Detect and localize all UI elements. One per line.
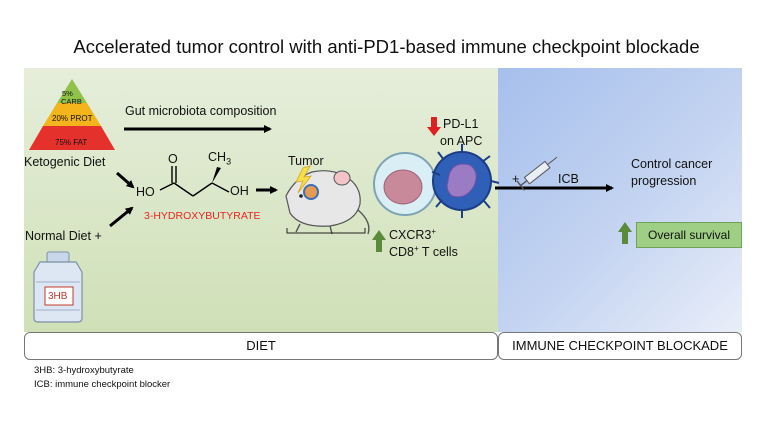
icb-label: ICB (558, 172, 579, 186)
immune-checkpoint-box: IMMUNE CHECKPOINT BLOCKADE (498, 332, 742, 360)
apc-label: on APC (440, 134, 483, 148)
bottle-label: 3HB (48, 291, 68, 302)
normal-diet-label: Normal Diet + (25, 229, 102, 243)
molecule-ch3: CH3 (208, 150, 232, 167)
gut-microbiota-label: Gut microbiota composition (125, 104, 277, 118)
tumor-label: Tumor (288, 154, 324, 168)
food-pyramid-icon (29, 79, 115, 150)
progression-label: progression (631, 174, 697, 188)
icb-plus: + (512, 172, 520, 186)
pyramid-carb-pct: 5% (62, 89, 73, 98)
pyramid-carb-label: CARB (61, 97, 82, 106)
pyramid-fat: 75% FAT (55, 138, 88, 147)
cd8-label: CD8+ T cells (389, 244, 458, 260)
ketogenic-diet-label: Ketogenic Diet (24, 155, 106, 169)
overall-survival-box: Overall survival (636, 222, 742, 248)
up-arrow-icon (372, 230, 386, 252)
footnote-icb: ICB: immune checkpoint blocker (34, 379, 171, 390)
pdl1-label: PD-L1 (443, 117, 479, 131)
molecule-ho: HO (136, 185, 155, 199)
diagram-title: Accelerated tumor control with anti-PD1-… (73, 36, 700, 57)
tumor-cell-icon (373, 152, 437, 216)
syringe-icon (516, 156, 558, 191)
cxcr3-label: CXCR3+ (389, 227, 437, 243)
tumor-icon (295, 165, 319, 200)
mouse-bracket (286, 228, 366, 234)
apc-cell-icon (431, 144, 500, 218)
diet-box: DIET (24, 332, 498, 360)
ketogenic-arrow (116, 171, 135, 189)
molecule-oxygen: O (168, 152, 178, 166)
bottle-icon (33, 251, 83, 323)
down-arrow-icon (427, 117, 441, 136)
icb-panel (498, 68, 742, 332)
control-cancer-label: Control cancer (631, 157, 713, 171)
normal-diet-arrow (109, 206, 134, 228)
pyramid-protein: 20% PROT (52, 114, 93, 123)
molecule-name: 3-HYDROXYBUTYRATE (144, 210, 261, 222)
survival-up-arrow-icon (618, 222, 632, 244)
molecule-oh: OH (230, 184, 249, 198)
hydroxybutyrate-molecule-icon (159, 166, 230, 197)
footnote-3hb: 3HB: 3-hydroxybutyrate (34, 365, 134, 376)
